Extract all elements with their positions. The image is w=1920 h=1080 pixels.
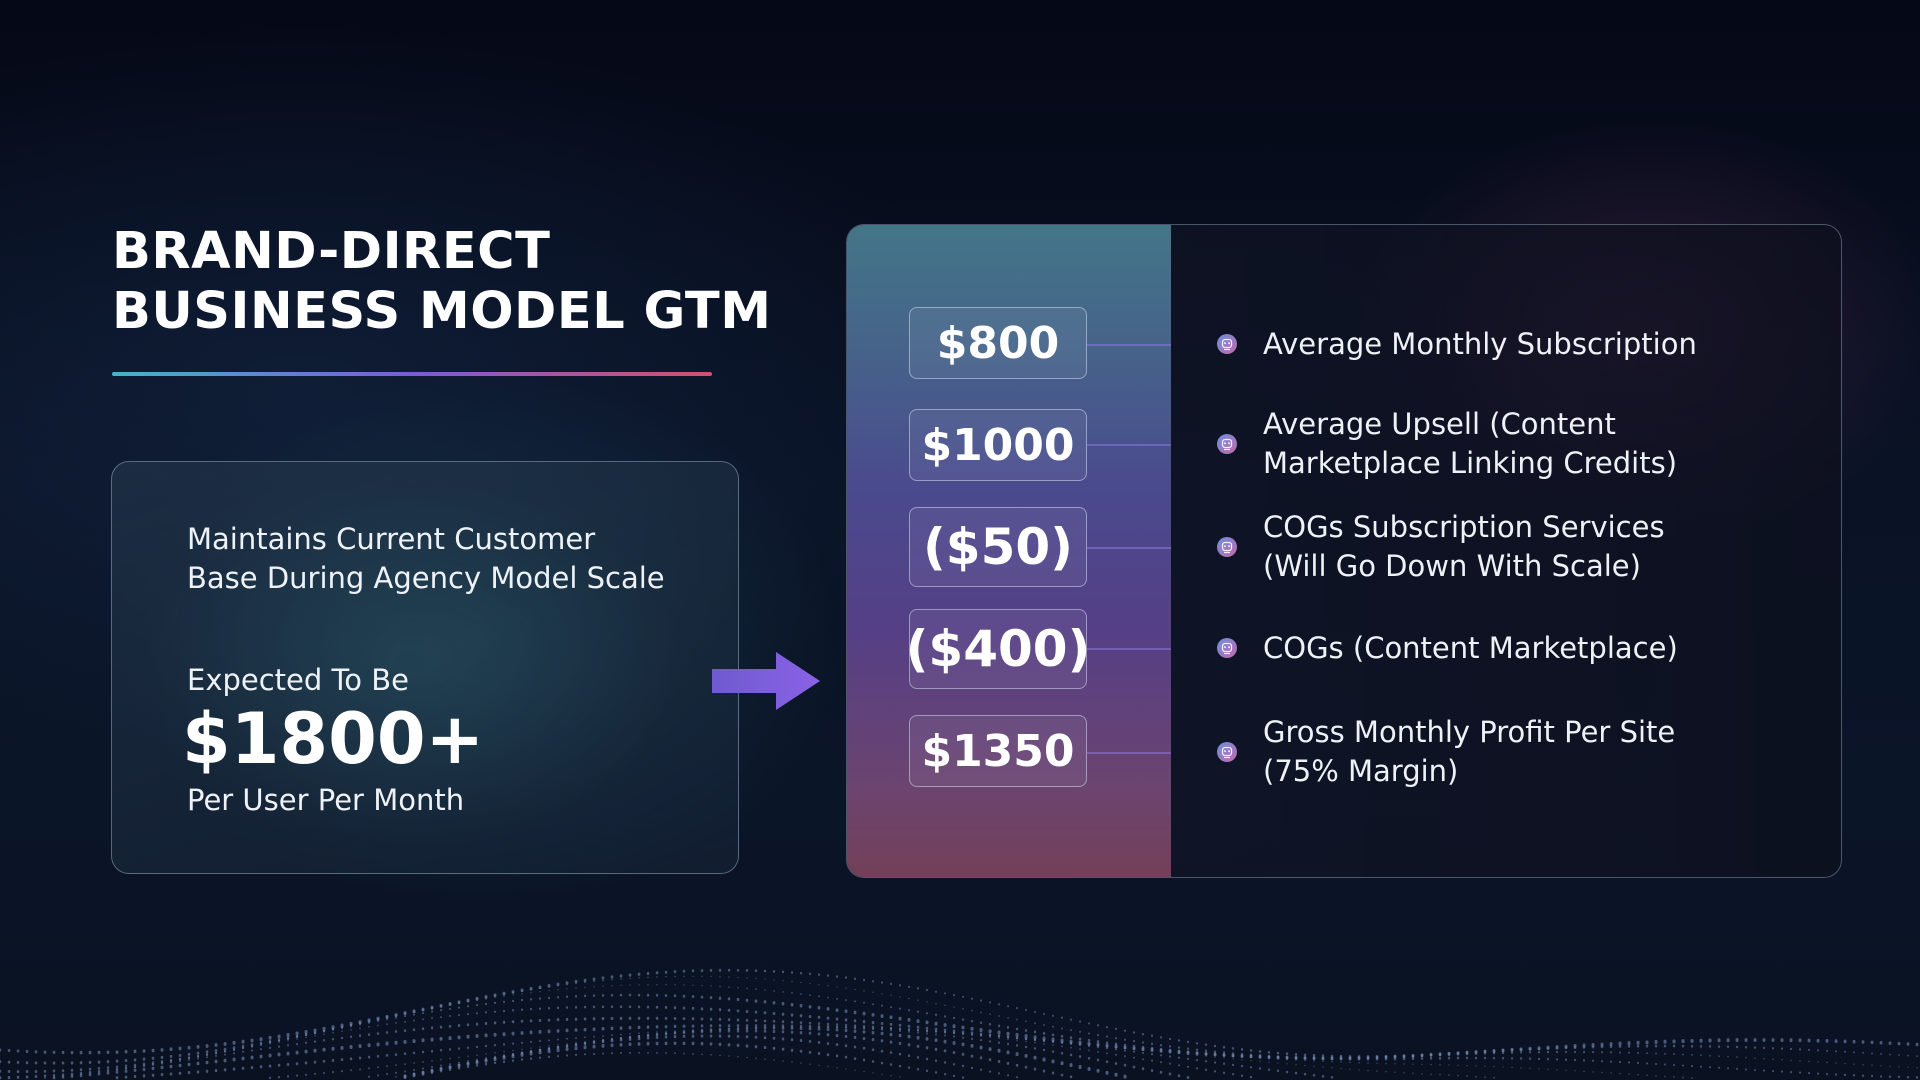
breakdown-label-1-line-1: Average Monthly Subscription [1263,326,1697,361]
summary-description-line-2: Base During Agency Model Scale [187,561,665,595]
robot-face-icon [1217,334,1237,354]
breakdown-label-5-line-2: (75% Margin) [1263,754,1459,788]
arrow-right-icon [712,652,820,710]
title-line-2: BUSINESS MODEL GTM [112,282,772,341]
robot-face-icon [1217,537,1237,557]
breakdown-value-4: ($400) [906,609,1090,689]
breakdown-label-2-line-1: Average Upsell (Content [1263,407,1616,441]
breakdown-value-3: ($50) [909,507,1087,587]
breakdown-label-5-line-1: Gross Monthly Profit Per Site [1263,715,1676,749]
breakdown-label-2-line-2: Marketplace Linking Credits) [1263,446,1678,480]
breakdown-label-4-line-1: COGs (Content Marketplace) [1263,630,1678,665]
summary-card: Maintains Current Customer Base During A… [111,461,739,874]
expected-unit: Per User Per Month [187,783,465,817]
breakdown-label-3-line-1: COGs Subscription Services [1263,510,1665,544]
breakdown-label-3-line-2: (Will Go Down With Scale) [1263,549,1641,583]
summary-description-line-1: Maintains Current Customer [187,522,596,556]
breakdown-connector-4 [1087,648,1171,650]
breakdown-value-1: $800 [909,307,1087,379]
breakdown-card: $800 Average Monthly Subscription $1000 Ave… [846,224,1842,878]
title-underline [112,372,712,376]
expected-value: $1800+ [182,698,485,780]
robot-face-icon [1217,434,1237,454]
breakdown-connector-1 [1087,344,1171,346]
breakdown-value-2: $1000 [909,409,1087,481]
page-title: BRAND-DIRECT BUSINESS MODEL GTM [112,222,772,342]
breakdown-label-4: COGs (Content Marketplace) [1263,629,1678,668]
summary-description: Maintains Current Customer Base During A… [187,520,707,598]
breakdown-label-5: Gross Monthly Profit Per Site (75% Margin… [1263,713,1675,791]
breakdown-value-5: $1350 [909,715,1087,787]
breakdown-connector-2 [1087,444,1171,446]
title-line-1: BRAND-DIRECT [112,222,551,281]
breakdown-label-3: COGs Subscription Services (Will Go Down … [1263,508,1665,586]
robot-face-icon [1217,742,1237,762]
expected-label: Expected To Be [187,663,410,697]
breakdown-connector-3 [1087,547,1171,549]
breakdown-label-1: Average Monthly Subscription [1263,325,1697,364]
robot-face-icon [1217,638,1237,658]
particle-wave-decoration [0,968,1919,1080]
breakdown-connector-5 [1087,752,1171,754]
value-column [847,225,1171,877]
